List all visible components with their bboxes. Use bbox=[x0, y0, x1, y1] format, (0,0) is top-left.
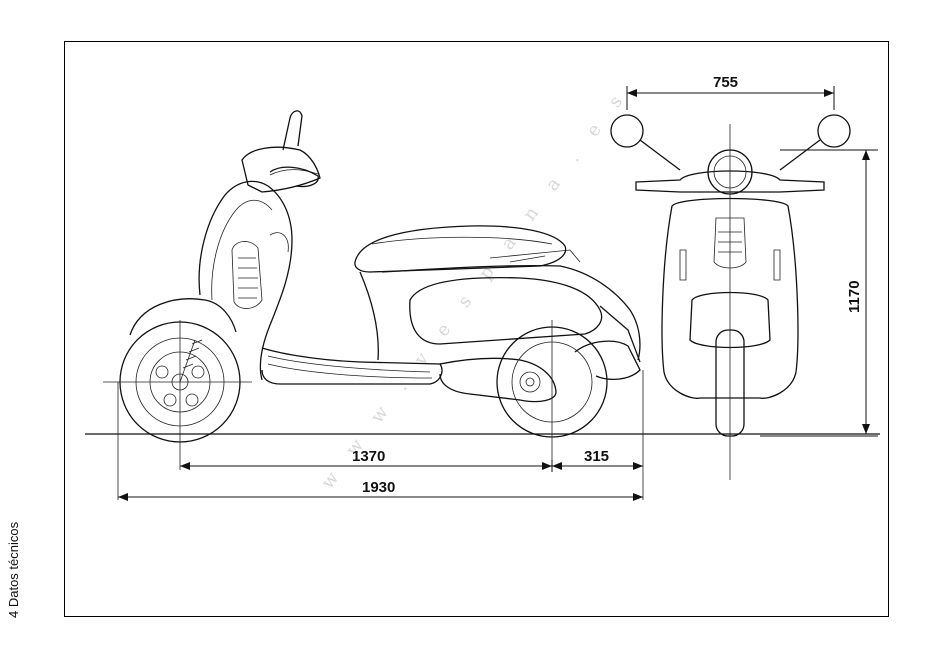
dim-handlebar-width: 755 bbox=[713, 74, 738, 91]
watermark: w w w . v e s p a n a . e s bbox=[317, 84, 633, 493]
scooter-front-view bbox=[611, 115, 850, 480]
dim-total-length: 1930 bbox=[362, 479, 395, 496]
dim-rear-overhang: 315 bbox=[584, 448, 609, 465]
dimension-lines bbox=[118, 86, 878, 501]
dim-total-height: 1170 bbox=[846, 280, 863, 313]
dim-wheelbase: 1370 bbox=[352, 448, 385, 465]
